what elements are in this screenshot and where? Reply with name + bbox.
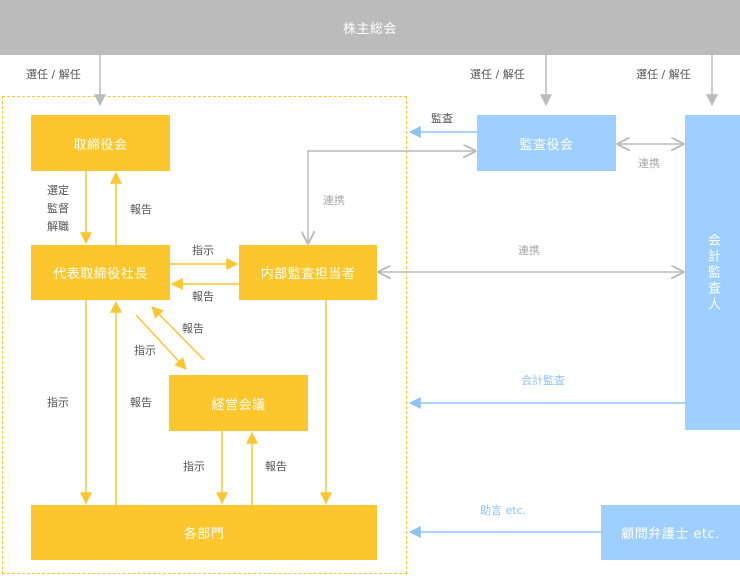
label-elect-dismiss-auditors: 選任 / 解任 [470, 68, 525, 81]
label-report-ceo-board: 報告 [130, 203, 152, 216]
company-frame [2, 96, 407, 574]
label-supervise: 監督 [47, 202, 69, 215]
label-report-departments-management: 報告 [265, 460, 287, 473]
departments-box: 各部門 [31, 505, 377, 560]
arrow-management-ceo [151, 306, 205, 361]
auditors-box: 監査役会 [477, 115, 616, 171]
label-report-internal-ceo: 報告 [192, 290, 214, 303]
arrow-internal-audit-auditors [308, 151, 475, 243]
shareholders-meeting-label: 株主総会 [342, 22, 397, 37]
advisors-box: 顧問弁護士 etc. [601, 505, 740, 560]
label-dismiss: 解職 [47, 220, 69, 233]
board-label: 取締役会 [73, 137, 128, 153]
management-meeting-box: 経営会議 [169, 375, 308, 431]
shareholders-meeting-box: 株主総会 [0, 0, 740, 55]
label-instruct-ceo-internal: 指示 [192, 244, 214, 257]
board-box: 取締役会 [31, 115, 170, 171]
label-select: 選定 [47, 184, 69, 197]
advisors-label: 顧問弁護士 etc. [621, 527, 720, 542]
ceo-label: 代表取締役社長 [53, 267, 148, 282]
label-report-departments-ceo: 報告 [130, 396, 152, 409]
label-instruct-ceo-departments: 指示 [47, 396, 69, 409]
label-advice: 助言 etc. [480, 504, 527, 517]
label-coop-internal-auditors: 連携 [323, 194, 345, 207]
label-elect-dismiss-accounting-auditor: 選任 / 解任 [636, 68, 691, 81]
label-instruct-management-departments: 指示 [183, 460, 205, 473]
label-accounting-audit: 会計監査 [521, 374, 565, 387]
label-coop-internal-accounting: 連携 [518, 244, 540, 257]
internal-audit-label: 内部監査担当者 [260, 267, 356, 282]
label-board-to-ceo: 選定 監督 解職 [47, 182, 69, 236]
accounting-auditor-label: 会計監査人 [705, 232, 720, 313]
management-meeting-label: 経営会議 [211, 397, 266, 413]
auditors-label: 監査役会 [519, 137, 574, 153]
label-coop-auditors-accounting: 連携 [638, 157, 660, 170]
label-instruct-ceo-management: 指示 [134, 344, 156, 357]
accounting-auditor-box: 会計監査人 [685, 115, 740, 430]
departments-label: 各部門 [183, 527, 225, 542]
label-audit: 監査 [431, 112, 453, 125]
ceo-box: 代表取締役社長 [31, 245, 170, 300]
arrow-ceo-management [135, 314, 187, 370]
internal-audit-box: 内部監査担当者 [239, 245, 377, 300]
label-report-management-ceo: 報告 [182, 322, 204, 335]
label-elect-dismiss-board: 選任 / 解任 [26, 68, 81, 81]
